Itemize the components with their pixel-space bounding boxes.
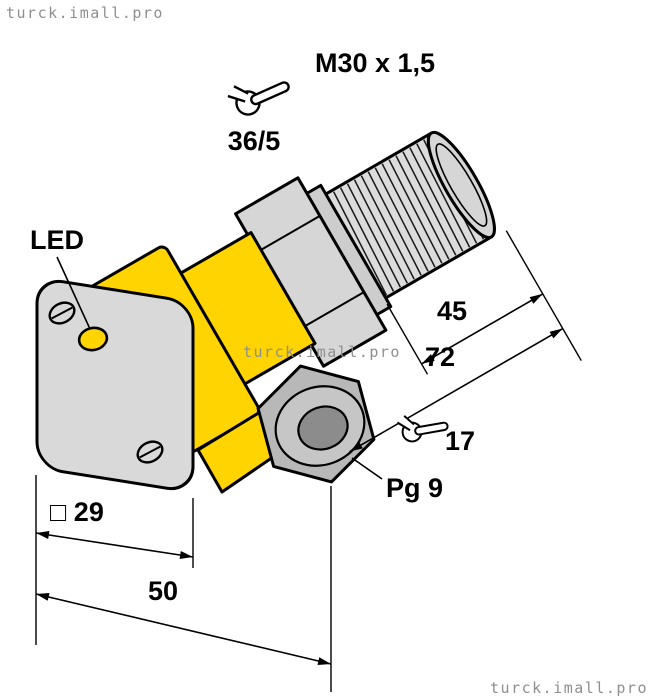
- dim-50-label: 50: [148, 576, 178, 606]
- gland-bore: [297, 405, 349, 451]
- dim-45-arrow-right: [529, 293, 543, 304]
- wrench-icon-gland: [395, 414, 449, 443]
- gland-thread-label: Pg 9: [386, 473, 443, 503]
- watermark-center: turck.imall.pro: [243, 343, 401, 361]
- wrench-icon-nut: [225, 81, 290, 116]
- dim-72-arrow-left: [349, 441, 363, 452]
- dim-45-label: 45: [437, 296, 467, 326]
- dim-45-arrow-left: [421, 354, 435, 364]
- dim-50-arrow-left: [36, 593, 50, 601]
- dim-72-label: 72: [425, 342, 455, 372]
- dim-45-line: [421, 293, 544, 365]
- thread-spec-label: M30 x 1,5: [315, 48, 435, 78]
- dim-45-ext-right: [505, 230, 582, 361]
- led-leader-line: [56, 256, 91, 330]
- dim-29-arrow-left: [36, 531, 50, 539]
- dim-72-arrow-right: [549, 328, 563, 339]
- dim-29-arrow-right: [179, 551, 193, 559]
- dim-50-arrow-right: [317, 657, 331, 665]
- hex-nut-facets: [257, 215, 365, 329]
- thread-end-chamfer: [435, 143, 488, 227]
- screw-slot-bottom-right: [139, 445, 161, 459]
- mounting-flange-group: [35, 279, 195, 491]
- mounting-flange: [35, 279, 195, 491]
- dim-29-line: [35, 532, 194, 558]
- wrench-size-gland-label: 17: [445, 426, 475, 456]
- dim-45-ext-left: [386, 303, 429, 375]
- watermark-top-left: turck.imall.pro: [6, 4, 164, 22]
- thread-end-cap: [426, 130, 496, 240]
- gland-leader-line: [351, 457, 383, 480]
- dim-50-line: [35, 593, 332, 665]
- dim-72-line: [349, 327, 564, 453]
- wrench-size-nut-label: 36/5: [228, 126, 281, 156]
- flange-square-label: □ 29: [50, 497, 104, 527]
- screw-slot-top-left: [51, 306, 73, 320]
- led-label: LED: [30, 225, 84, 255]
- led-indicator: [77, 326, 109, 352]
- barrel-dimensions: [349, 230, 582, 453]
- watermark-bottom-right: turck.imall.pro: [490, 679, 648, 697]
